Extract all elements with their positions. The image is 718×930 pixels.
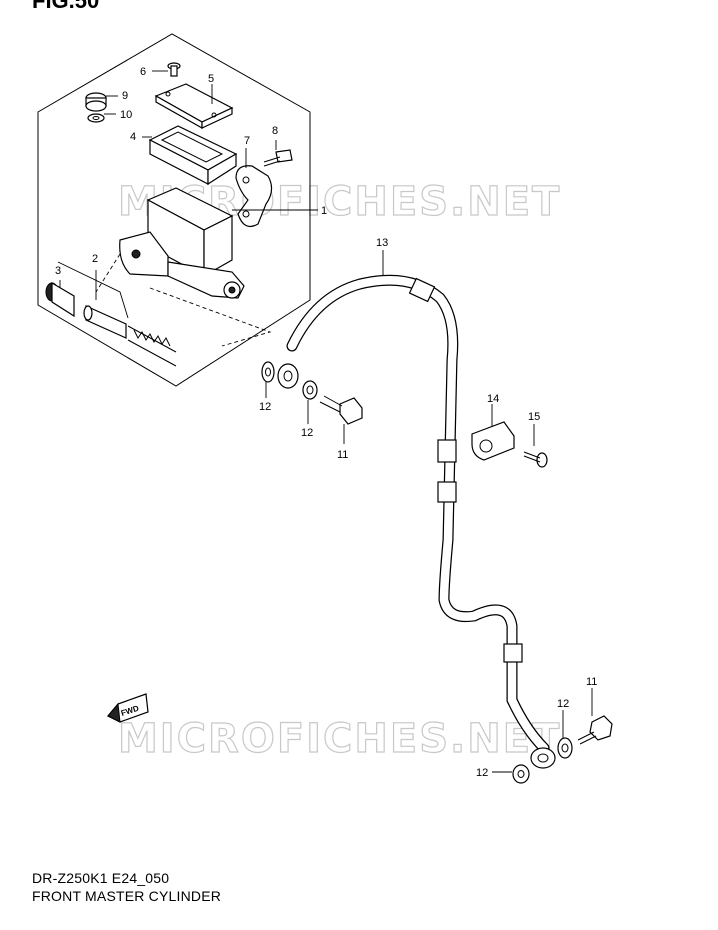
callout-12-d: 12 [476,767,488,779]
callout-11-a: 11 [337,449,348,461]
callout-3: 3 [55,265,61,277]
part-3-boot [45,280,75,318]
part-11-union-bolt-a [319,395,363,444]
callout-1: 1 [321,205,327,217]
part-1-master-cylinder [119,187,318,299]
part-4-diaphragm [142,125,238,186]
callout-8: 8 [272,125,278,137]
callout-10: 10 [120,109,132,121]
part-12-washer-b [302,380,318,424]
part-12-washer-c [557,710,573,759]
callout-12-b: 12 [301,427,313,439]
part-11-union-bolt-b [577,688,613,745]
part-2-piston-set [57,261,177,367]
part-5-reservoir-cap [154,83,234,130]
callout-4: 4 [130,131,136,143]
callout-6: 6 [140,66,146,78]
watermark-bottom: MICROFICHES.NET [118,716,561,762]
callout-15: 15 [528,411,540,423]
callout-9: 9 [122,90,128,102]
callout-7: 7 [244,135,250,147]
figure-title: FIG.50 [32,0,100,13]
callout-12-c: 12 [557,698,569,710]
part-12-washer-a [261,361,275,398]
part-14-hose-clamp [471,404,515,461]
part-8-bolt [263,140,293,167]
callout-5: 5 [208,73,214,85]
fwd-arrow-icon: FWD [107,693,149,723]
callout-12-a: 12 [259,401,271,413]
callout-2: 2 [92,253,98,265]
callout-14: 14 [487,393,499,405]
part-13-brake-hose [277,250,556,769]
part-12-washer-d [492,764,530,784]
part-6-screw [152,62,181,77]
part-10-washer [87,113,116,123]
callout-11-b: 11 [586,676,597,688]
part-7-clamp [235,148,273,227]
assembly-boundary [37,33,311,387]
part-9-plate [85,92,118,112]
callout-13: 13 [376,237,388,249]
part-15-screw [523,424,548,468]
model-code: DR-Z250K1 E24_050 [32,870,170,886]
diagram-title: FRONT MASTER CYLINDER [32,888,222,904]
